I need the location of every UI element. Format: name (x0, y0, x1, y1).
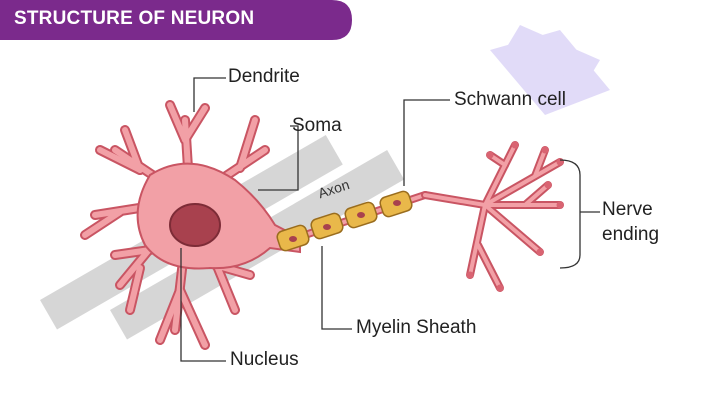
dendrite-leader (193, 77, 226, 112)
schwann-nuclei (289, 200, 401, 242)
nerve-ending-bracket (559, 159, 581, 269)
soma-label: Soma (292, 115, 342, 136)
myelin-leader (321, 246, 352, 330)
title-banner (0, 0, 352, 40)
nucleus (169, 203, 221, 247)
nerve-ending-fill (423, 143, 562, 290)
schwann-cell-label: Schwann cell (454, 89, 566, 110)
nerve-label-line1: Nerve (602, 199, 653, 220)
nerve-label-line2: ending (602, 224, 660, 245)
myelin-sheath-label: Myelin Sheath (356, 317, 477, 338)
nucleus-leader (180, 248, 226, 362)
soma-leader (258, 125, 299, 191)
schwann-leader (403, 99, 450, 186)
nucleus-label: Nucleus (230, 349, 299, 370)
page-title: STRUCTURE OF NEURON (14, 8, 255, 29)
leader-lines (180, 77, 600, 362)
dendrite-label: Dendrite (228, 66, 300, 87)
